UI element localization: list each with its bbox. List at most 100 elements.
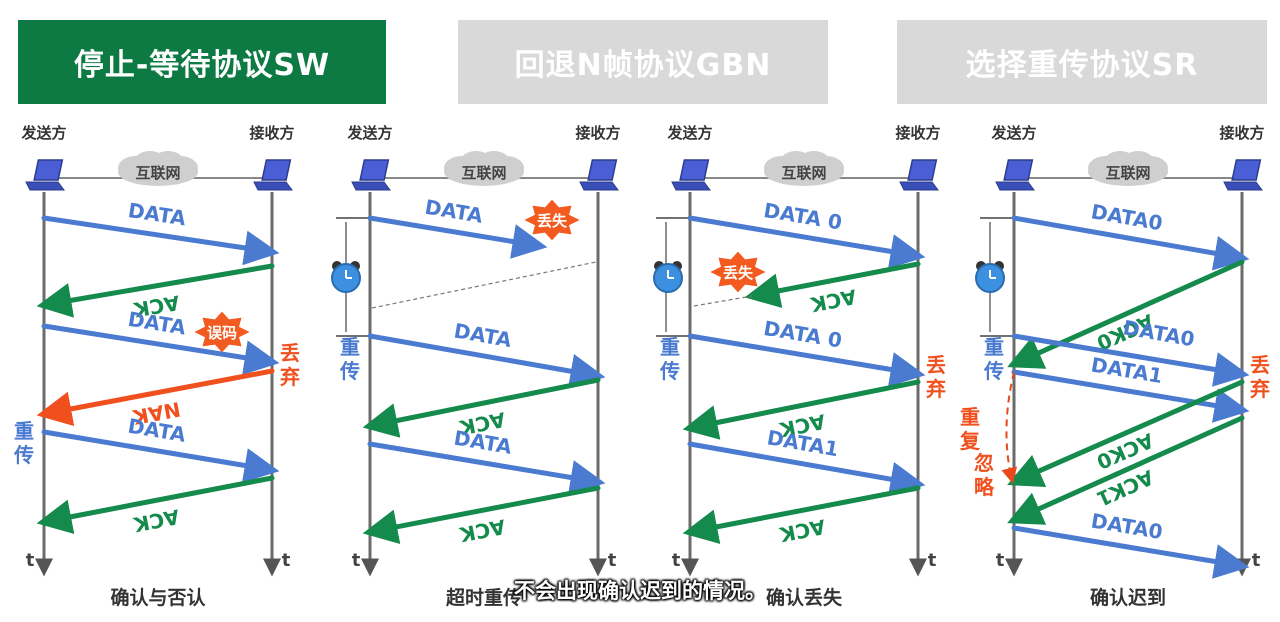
internet-cloud-icon: 互联网 bbox=[1088, 151, 1168, 186]
receiver-laptop-icon bbox=[1223, 159, 1263, 191]
discard-label: 丢 bbox=[926, 353, 946, 377]
internet-cloud-icon: 互联网 bbox=[118, 151, 198, 186]
cloud-puff bbox=[798, 151, 830, 173]
time-axis-label: t bbox=[996, 550, 1005, 571]
time-axis-label: t bbox=[282, 550, 291, 571]
discard-label: 弃 bbox=[926, 377, 946, 401]
receiver-laptop-icon bbox=[253, 159, 293, 191]
sender-label: 发送方 bbox=[346, 124, 392, 142]
duplicate-label: 重 bbox=[960, 405, 980, 429]
frame-arrow bbox=[362, 485, 601, 544]
laptop-screen bbox=[1231, 159, 1262, 181]
caption-gbn-ack-lost: 确认丢失 bbox=[766, 586, 843, 609]
laptop-base bbox=[351, 181, 391, 191]
alarm-clock-icon bbox=[331, 261, 361, 293]
laptop-screen bbox=[587, 159, 618, 181]
frame-label: ACK bbox=[457, 515, 508, 548]
laptop-base bbox=[253, 181, 293, 191]
ignore-label: 略 bbox=[974, 475, 995, 499]
duplicate-label: 复 bbox=[959, 429, 981, 453]
frame-arrow bbox=[687, 333, 926, 387]
sender-label: 发送方 bbox=[990, 124, 1036, 142]
resend-label: 重 bbox=[14, 419, 34, 443]
frame-label: DATA1 bbox=[765, 425, 840, 461]
sender-laptop-icon bbox=[25, 159, 65, 191]
laptop-base bbox=[671, 181, 711, 191]
time-axis-label: t bbox=[672, 550, 681, 571]
duplicate-curve bbox=[1001, 371, 1017, 484]
burst-shape bbox=[710, 251, 766, 293]
ignore-label: 忽 bbox=[974, 451, 994, 475]
tab-selective-repeat[interactable]: 选择重传协议SR bbox=[897, 20, 1267, 104]
internet-label: 互联网 bbox=[781, 164, 826, 182]
discard-label: 丢 bbox=[280, 341, 300, 365]
frame-arrow bbox=[36, 475, 275, 534]
receiver-label: 接收方 bbox=[575, 124, 620, 142]
receiver-label: 接收方 bbox=[249, 124, 294, 142]
cloud-puff bbox=[478, 151, 510, 173]
time-axis-label: t bbox=[1252, 550, 1261, 571]
alarm-clock-icon bbox=[653, 261, 683, 293]
resend-label: 重 bbox=[660, 335, 680, 359]
sender-laptop-icon bbox=[671, 159, 711, 191]
frame-arrow bbox=[362, 377, 601, 438]
frame-arrow bbox=[1007, 379, 1245, 487]
internet-label: 互联网 bbox=[461, 164, 506, 182]
frame-arrow bbox=[36, 368, 275, 427]
time-axis-label: t bbox=[928, 550, 937, 571]
frame-arrow bbox=[744, 261, 921, 308]
lost-burst: 丢失 bbox=[710, 251, 766, 293]
discard-label: 弃 bbox=[1250, 377, 1270, 401]
frame-arrow bbox=[41, 323, 280, 375]
laptop-screen bbox=[1003, 159, 1034, 181]
frame-arrow bbox=[367, 441, 606, 495]
caption-sw: 确认与否认 bbox=[110, 586, 205, 609]
sender-laptop-icon bbox=[995, 159, 1035, 191]
laptop-screen bbox=[33, 159, 64, 181]
frame-arrow bbox=[682, 379, 921, 440]
tab-stop-and-wait[interactable]: 停止-等待协议SW bbox=[18, 20, 386, 104]
discard-label: 丢 bbox=[1250, 353, 1270, 377]
frame-arrow bbox=[687, 441, 926, 497]
laptop-screen bbox=[679, 159, 710, 181]
resend-label: 传 bbox=[659, 359, 680, 383]
timeout-dashed-line bbox=[371, 261, 597, 309]
frame-label: DATA 0 bbox=[762, 198, 844, 235]
frame-arrow bbox=[1007, 259, 1245, 369]
frame-arrow bbox=[1011, 369, 1250, 423]
laptop-screen bbox=[261, 159, 292, 181]
resend-label: 重 bbox=[340, 335, 360, 359]
receiver-label: 接收方 bbox=[895, 124, 940, 142]
frame-label: DATA bbox=[452, 318, 514, 352]
caption-sr: 确认迟到 bbox=[1090, 586, 1166, 609]
caption-gbn: 超时重传 bbox=[445, 586, 522, 609]
frame-label: DATA bbox=[126, 198, 188, 230]
time-axis-label: t bbox=[608, 550, 617, 571]
receiver-label: 接收方 bbox=[1219, 124, 1264, 142]
resend-label: 传 bbox=[13, 443, 34, 467]
burst-shape bbox=[194, 311, 250, 353]
frame-arrow bbox=[41, 429, 280, 483]
frame-arrow bbox=[1011, 215, 1250, 271]
laptop-base bbox=[1223, 181, 1263, 191]
internet-label: 互联网 bbox=[135, 164, 180, 182]
resend-label: 重 bbox=[984, 335, 1004, 359]
frame-arrow bbox=[682, 485, 921, 544]
resend-label: 传 bbox=[339, 359, 360, 383]
tab-go-back-n[interactable]: 回退N帧协议GBN bbox=[458, 20, 828, 104]
frame-arrow bbox=[1011, 333, 1250, 387]
frame-arrow bbox=[1007, 415, 1245, 525]
frame-label: DATA0 bbox=[1121, 315, 1196, 351]
receiver-laptop-icon bbox=[899, 159, 939, 191]
timeout-dashed-line bbox=[693, 295, 753, 307]
burst-label: 丢失 bbox=[723, 264, 754, 282]
frame-arrow bbox=[36, 263, 275, 318]
receiver-laptop-icon bbox=[579, 159, 619, 191]
resend-label: 传 bbox=[983, 359, 1004, 383]
frame-arrow bbox=[687, 215, 926, 269]
internet-cloud-icon: 互联网 bbox=[444, 151, 524, 186]
burst-shape bbox=[524, 199, 580, 241]
laptop-base bbox=[995, 181, 1035, 191]
